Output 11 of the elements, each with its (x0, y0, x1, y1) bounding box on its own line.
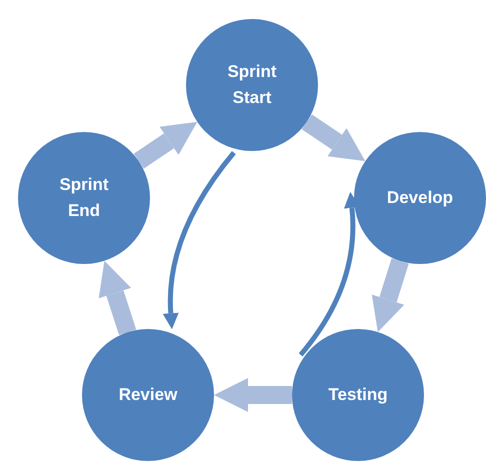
arrow (302, 114, 366, 162)
arrow (214, 378, 292, 412)
node-label: Sprint End (58, 174, 110, 222)
node-label: Sprint Start (226, 61, 278, 109)
arrow (372, 258, 409, 332)
node-label: Testing (327, 384, 389, 406)
node-label: Develop (386, 187, 454, 209)
arrow (98, 260, 136, 336)
node-label: Review (118, 384, 178, 406)
arrow (134, 122, 198, 169)
arrow (162, 151, 236, 330)
